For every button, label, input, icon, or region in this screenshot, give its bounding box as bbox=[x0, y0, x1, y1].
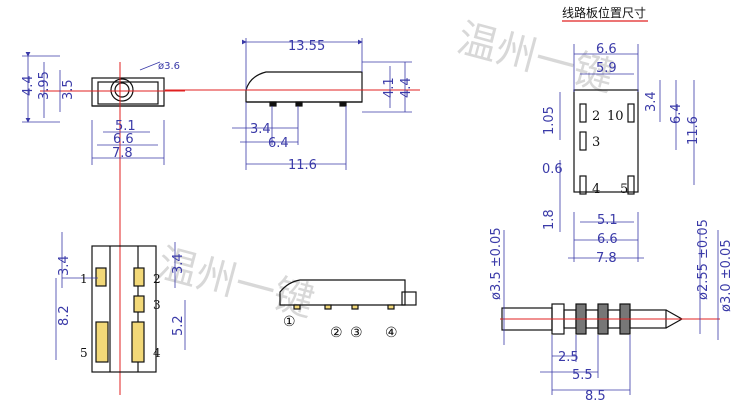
pin-3-side: ③ bbox=[350, 325, 363, 341]
dim-plug-8.5: 8.5 bbox=[585, 389, 606, 404]
plug-dims bbox=[503, 230, 719, 395]
dim-5.1: 5.1 bbox=[115, 119, 136, 134]
dim-4.4-side: 4.4 bbox=[399, 77, 414, 98]
dim-4.4: 4.4 bbox=[21, 75, 36, 96]
dim-6.4-side: 6.4 bbox=[268, 136, 289, 151]
bottom-view bbox=[91, 245, 157, 373]
pin-5-bottom: 5 bbox=[80, 346, 88, 360]
pcb-pin-5: 5 bbox=[620, 182, 628, 197]
side-view-dims bbox=[232, 38, 412, 170]
dim-5.2: 5.2 bbox=[171, 315, 186, 336]
pcb-layout bbox=[573, 89, 639, 195]
pin-1-side: ① bbox=[283, 314, 296, 330]
dim-13.55: 13.55 bbox=[288, 39, 325, 54]
page-title: 线路板位置尺寸 bbox=[562, 5, 646, 20]
bottom-view-dims bbox=[55, 232, 186, 360]
dim-3.95: 3.95 bbox=[37, 71, 52, 100]
watermark-top: 温州一键 bbox=[452, 15, 618, 101]
dim-11.6-side: 11.6 bbox=[288, 158, 317, 173]
dim-6.6: 6.6 bbox=[113, 132, 134, 147]
dim-plug-5.5: 5.5 bbox=[572, 368, 593, 383]
dim-pcb-5.1: 5.1 bbox=[597, 213, 618, 228]
dim-pcb-0.6: 0.6 bbox=[542, 162, 563, 177]
pin-1-bottom: 1 bbox=[80, 272, 88, 286]
pcb-dims bbox=[559, 44, 695, 262]
dim-3.5: 3.5 bbox=[61, 79, 76, 100]
pcb-pin-10: 10 bbox=[607, 109, 624, 124]
dim-pcb-6.6b: 6.6 bbox=[597, 232, 618, 247]
dim-7.8: 7.8 bbox=[112, 146, 133, 161]
dim-pcb-5.9: 5.9 bbox=[596, 61, 617, 76]
pin-4-side: ④ bbox=[385, 325, 398, 341]
dim-8.2: 8.2 bbox=[57, 305, 72, 326]
pin-2-bottom: 2 bbox=[153, 272, 161, 286]
dim-3.4-side: 3.4 bbox=[250, 122, 271, 137]
dim-pcb-3.4: 3.4 bbox=[644, 91, 659, 112]
dim-pcb-7.8: 7.8 bbox=[596, 251, 617, 266]
dim-pcb-11.6: 11.6 bbox=[686, 116, 701, 145]
pin-3-bottom: 3 bbox=[153, 298, 161, 312]
front-view-dims bbox=[22, 52, 165, 165]
pcb-pin-4: 4 bbox=[592, 182, 600, 197]
dim-plug-3.5: ø3.5 ±0.05 bbox=[489, 227, 504, 300]
dim-pcb-6.6: 6.6 bbox=[596, 42, 617, 57]
dim-pcb-1.8: 1.8 bbox=[542, 209, 557, 230]
pin-2-side: ② bbox=[330, 325, 343, 341]
dim-3.4-bl-right: 3.4 bbox=[171, 253, 186, 274]
dim-pcb-6.4: 6.4 bbox=[669, 103, 684, 124]
small-side-view bbox=[279, 279, 417, 310]
dim-plug-3.0: ø3.0 ±0.05 bbox=[719, 239, 734, 312]
dim-plug-2.55: ø2.55 ±0.05 bbox=[696, 219, 711, 300]
dim-pcb-1.05: 1.05 bbox=[542, 106, 557, 135]
side-view bbox=[245, 71, 363, 107]
dim-plug-2.5: 2.5 bbox=[558, 350, 579, 365]
pcb-pin-2: 2 bbox=[592, 109, 600, 124]
dim-3.4-bl-left: 3.4 bbox=[57, 255, 72, 276]
dim-4.1: 4.1 bbox=[382, 77, 397, 98]
pin-4-bottom: 4 bbox=[153, 346, 161, 360]
front-view bbox=[91, 77, 165, 107]
pcb-pin-3: 3 bbox=[592, 135, 600, 150]
dim-phi3.6: ø3.6 bbox=[158, 61, 180, 72]
